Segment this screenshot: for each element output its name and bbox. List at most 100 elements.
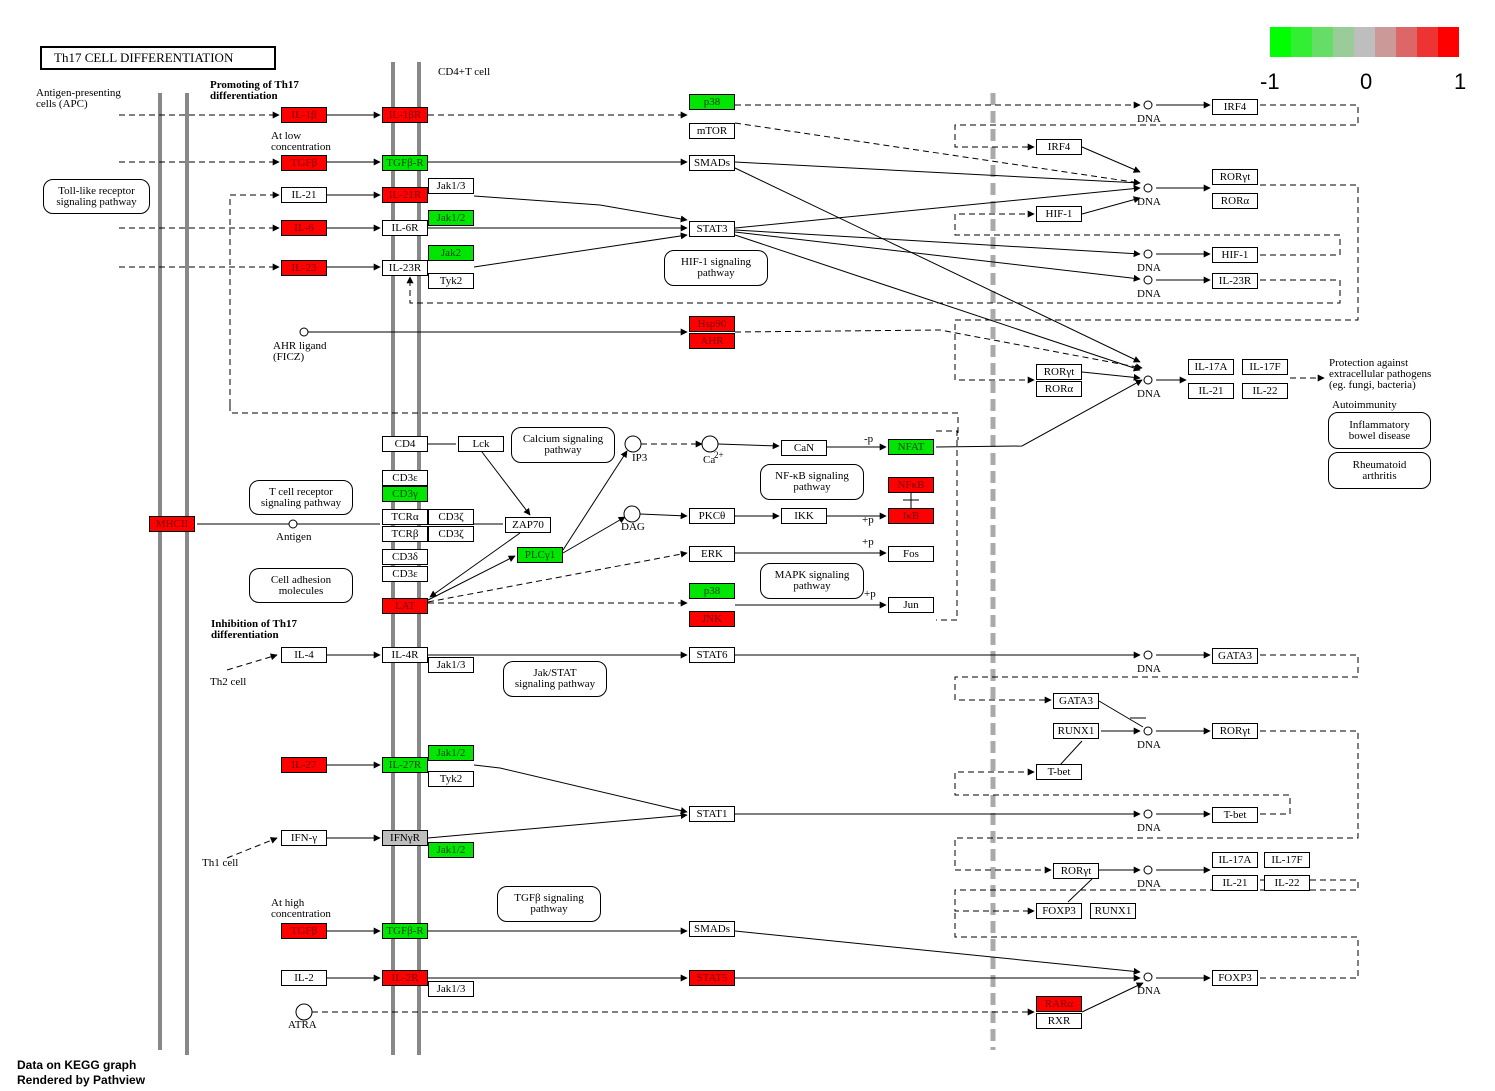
gene-node-stat5[interactable]: STAT5 xyxy=(689,970,735,986)
gene-node-rora2[interactable]: RORα xyxy=(1036,381,1082,397)
gene-node-il6[interactable]: IL-6 xyxy=(281,220,327,236)
gene-node-irf4a[interactable]: IRF4 xyxy=(1212,99,1258,115)
gene-node-cd3g[interactable]: CD3γ xyxy=(382,486,428,502)
gene-node-foxp3b[interactable]: FOXP3 xyxy=(1212,970,1258,986)
gene-node-ikb[interactable]: IκB xyxy=(888,508,934,524)
gene-node-jun[interactable]: Jun xyxy=(888,597,934,613)
gene-node-mhcii[interactable]: MHCII xyxy=(149,516,195,532)
gene-node-runx1a[interactable]: RUNX1 xyxy=(1053,723,1099,739)
gene-node-rxr[interactable]: RXR xyxy=(1036,1013,1082,1029)
gene-node-il6r[interactable]: IL-6R xyxy=(382,220,428,236)
gene-node-tbet1[interactable]: T-bet xyxy=(1036,764,1082,780)
gene-node-il27[interactable]: IL-27 xyxy=(281,757,327,773)
gene-node-jnk[interactable]: JNK xyxy=(689,611,735,627)
gene-node-smads1[interactable]: SMADs xyxy=(689,155,735,171)
gene-node-plcg1[interactable]: PLCγ1 xyxy=(517,547,563,563)
gene-node-tgfbr2[interactable]: TGFβ-R xyxy=(382,923,428,939)
gene-node-ifng[interactable]: IFN-γ xyxy=(281,830,327,846)
gene-node-il4[interactable]: IL-4 xyxy=(281,647,327,663)
gene-node-zap70[interactable]: ZAP70 xyxy=(505,517,551,533)
gene-node-jak13a[interactable]: Jak1/3 xyxy=(428,178,474,194)
gene-node-il4r[interactable]: IL-4R xyxy=(382,647,428,663)
gene-node-runx1b[interactable]: RUNX1 xyxy=(1090,903,1136,919)
gene-node-erk[interactable]: ERK xyxy=(689,546,735,562)
gene-node-rora1[interactable]: RORα xyxy=(1212,193,1258,209)
gene-node-cd3e2[interactable]: CD3ε xyxy=(382,566,428,582)
gene-node-il23r[interactable]: IL-23R xyxy=(382,260,428,276)
gene-node-roryt3[interactable]: RORγt xyxy=(1212,723,1258,739)
gene-node-cd3e1[interactable]: CD3ε xyxy=(382,470,428,486)
gene-node-mtor[interactable]: mTOR xyxy=(689,123,735,139)
gene-node-il21c[interactable]: IL-21 xyxy=(1212,875,1258,891)
gene-node-jak12b[interactable]: Jak1/2 xyxy=(428,745,474,761)
gene-node-roryt2[interactable]: RORγt xyxy=(1036,364,1082,380)
gene-node-fos[interactable]: Fos xyxy=(888,546,934,562)
gene-node-nfat[interactable]: NFAT xyxy=(888,439,934,455)
gene-node-lck[interactable]: Lck xyxy=(458,436,504,452)
gene-node-il17a1[interactable]: IL-17A xyxy=(1188,359,1234,375)
gene-node-cd4[interactable]: CD4 xyxy=(382,436,428,452)
gene-node-hif1b[interactable]: HIF-1 xyxy=(1212,247,1258,263)
gene-node-il21r[interactable]: IL-21R xyxy=(382,187,428,203)
gene-node-jak12a[interactable]: Jak1/2 xyxy=(428,210,474,226)
gene-node-smads2[interactable]: SMADs xyxy=(689,921,735,937)
gene-node-il27r[interactable]: IL-27R xyxy=(382,757,428,773)
gene-node-nfkb[interactable]: NFκB xyxy=(888,477,934,493)
gene-node-lat[interactable]: LAT xyxy=(382,598,428,614)
gene-node-p38a[interactable]: p38 xyxy=(689,94,735,110)
gene-node-cd3z1[interactable]: CD3ζ xyxy=(428,509,474,525)
gene-node-roryt4[interactable]: RORγt xyxy=(1053,863,1099,879)
gene-node-gata3a[interactable]: GATA3 xyxy=(1212,648,1258,664)
gene-node-cd3z2[interactable]: CD3ζ xyxy=(428,526,474,542)
gene-node-tbet2[interactable]: T-bet xyxy=(1212,807,1258,823)
gene-node-jak2[interactable]: Jak2 xyxy=(428,245,474,261)
gene-node-gata3b[interactable]: GATA3 xyxy=(1053,693,1099,709)
gene-node-stat6[interactable]: STAT6 xyxy=(689,647,735,663)
gene-node-il2[interactable]: IL-2 xyxy=(281,970,327,986)
gene-node-il1br[interactable]: IL-1βR xyxy=(382,107,428,123)
gene-node-roryt1[interactable]: RORγt xyxy=(1212,169,1258,185)
gene-node-stat3a[interactable]: STAT3 xyxy=(689,221,735,237)
gene-node-il17a2[interactable]: IL-17A xyxy=(1212,852,1258,868)
gene-node-jak12c[interactable]: Jak1/2 xyxy=(428,842,474,858)
gene-node-il17f2[interactable]: IL-17F xyxy=(1264,852,1310,868)
gene-node-tyk2a[interactable]: Tyk2 xyxy=(428,273,474,289)
gene-node-jak13b[interactable]: Jak1/3 xyxy=(428,657,474,673)
gene-node-tcrb[interactable]: TCRβ xyxy=(382,526,428,542)
gene-node-tgfbr1[interactable]: TGFβ-R xyxy=(382,155,428,171)
gene-node-hif1a[interactable]: HIF-1 xyxy=(1036,206,1082,222)
gene-node-pkct[interactable]: PKCθ xyxy=(689,508,735,524)
gene-node-jak13c[interactable]: Jak1/3 xyxy=(428,981,474,997)
gene-node-il1b[interactable]: IL-1β xyxy=(281,107,327,123)
gene-node-ikk[interactable]: IKK xyxy=(781,508,827,524)
gene-node-ifngr[interactable]: IFNγR xyxy=(382,830,428,846)
gene-node-il23rb[interactable]: IL-23R xyxy=(1212,273,1258,289)
gene-node-hsp90[interactable]: Hsp90 xyxy=(689,316,735,332)
gene-node-rara[interactable]: RARα xyxy=(1036,996,1082,1012)
gene-node-can[interactable]: CaN xyxy=(781,440,827,456)
gene-node-il21[interactable]: IL-21 xyxy=(281,187,327,203)
gene-node-ahr[interactable]: AHR xyxy=(689,333,735,349)
gene-node-il22b[interactable]: IL-22 xyxy=(1264,875,1310,891)
gene-node-foxp3a[interactable]: FOXP3 xyxy=(1036,903,1082,919)
gene-node-il23[interactable]: IL-23 xyxy=(281,260,327,276)
gene-node-il21b[interactable]: IL-21 xyxy=(1188,383,1234,399)
gene-node-irf4b[interactable]: IRF4 xyxy=(1036,139,1082,155)
gene-node-tcra[interactable]: TCRα xyxy=(382,509,428,525)
gene-node-p38b[interactable]: p38 xyxy=(689,583,735,599)
gene-node-il17f1[interactable]: IL-17F xyxy=(1242,359,1288,375)
gene-node-tgfb1[interactable]: TGFβ xyxy=(281,155,327,171)
gene-node-tgfb2[interactable]: TGFβ xyxy=(281,923,327,939)
gene-node-tyk2b[interactable]: Tyk2 xyxy=(428,771,474,787)
